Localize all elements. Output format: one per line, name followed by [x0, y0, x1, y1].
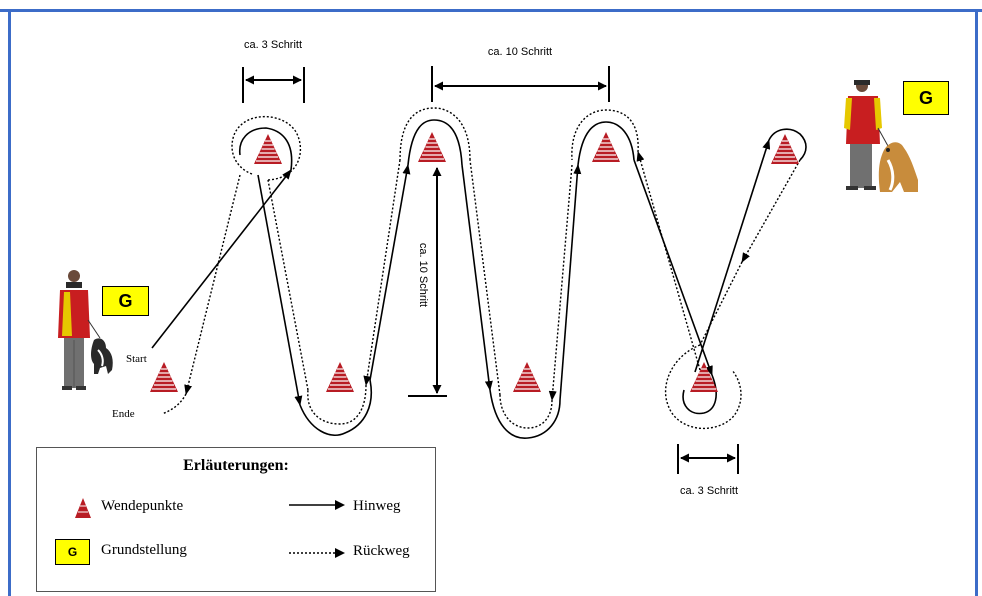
legend-dotted-arrow-icon	[289, 548, 345, 558]
cone-3	[591, 131, 621, 163]
legend-title: Erläuterungen:	[183, 457, 289, 474]
legend-solid-arrow-icon	[289, 500, 345, 510]
basic-position-marker-left: G	[102, 286, 149, 316]
cone-start	[149, 361, 179, 393]
legend-outward-label: Hinweg	[353, 498, 401, 514]
right-handler-figure	[844, 80, 889, 190]
cone-6	[512, 361, 542, 393]
legend-cone-icon	[75, 498, 91, 518]
end-label: Ende	[112, 408, 135, 420]
dimension-top-middle	[431, 66, 610, 102]
legend: Erläuterungen: Wendepunkte G Grundstellu…	[36, 447, 436, 592]
cone-2	[417, 131, 447, 163]
dim-label-bottom-right: ca. 3 Schritt	[680, 485, 738, 497]
right-dog-figure	[878, 142, 918, 192]
legend-basic-position-icon: G	[55, 539, 90, 565]
left-handler-figure	[58, 270, 101, 390]
cone-7	[689, 361, 719, 393]
cone-4	[770, 133, 800, 165]
dim-label-top-left: ca. 3 Schritt	[244, 39, 302, 51]
dimension-bottom-right	[677, 444, 739, 474]
cone-1	[253, 133, 283, 165]
left-dog-figure	[90, 337, 114, 375]
dim-label-vertical: ca. 10 Schritt	[417, 243, 429, 307]
dimension-top-left	[242, 67, 305, 103]
frame-top-border	[0, 9, 982, 12]
legend-basic-position-label: Grundstellung	[101, 542, 187, 558]
basic-position-marker-right: G	[903, 81, 949, 115]
outward-path	[151, 119, 807, 439]
dim-label-top-middle: ca. 10 Schritt	[488, 46, 552, 58]
legend-turning-points-label: Wendepunkte	[101, 498, 184, 514]
return-path	[161, 107, 801, 430]
start-label: Start	[126, 353, 147, 365]
legend-return-label: Rückweg	[353, 543, 410, 559]
frame-right-border	[975, 9, 978, 596]
frame-left-border	[8, 9, 11, 596]
dimension-vertical	[408, 167, 447, 397]
cone-5	[325, 361, 355, 393]
